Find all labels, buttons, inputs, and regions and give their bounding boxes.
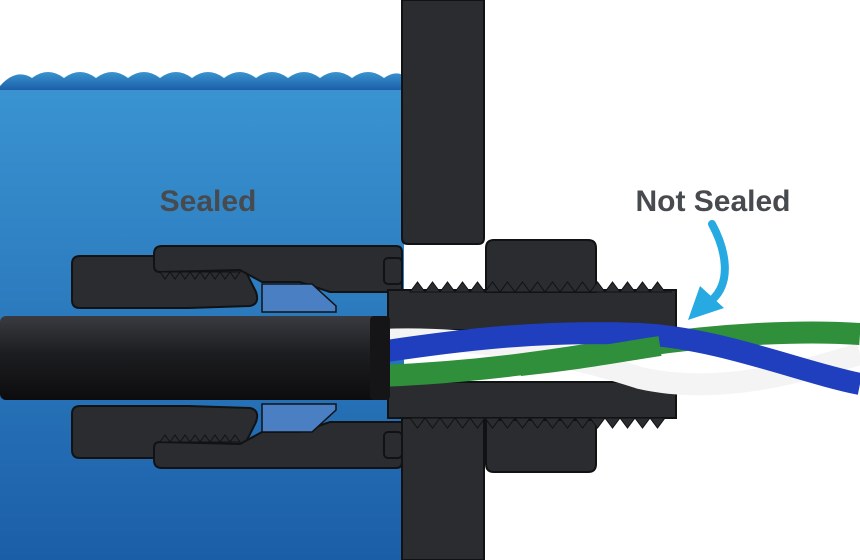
arrow-icon — [688, 220, 729, 320]
threads — [159, 271, 672, 443]
thread-teeth — [159, 434, 241, 443]
cable — [0, 316, 390, 400]
cable-jacket — [0, 316, 390, 400]
sealed-label: Sealed — [160, 185, 257, 218]
arrow-head — [688, 286, 724, 320]
gland-body-bottom — [153, 421, 403, 469]
o-rings — [383, 257, 403, 459]
thread-teeth — [159, 271, 241, 280]
seal-insert-bottom — [261, 403, 337, 433]
not-sealed-label: Not Sealed — [635, 185, 790, 218]
o-ring-top — [383, 257, 403, 285]
gland-body — [153, 245, 677, 469]
thread-teeth — [409, 281, 672, 293]
wire-green-overlap — [519, 336, 662, 376]
seal-insert — [261, 283, 337, 433]
cable-jacket-end — [370, 316, 390, 400]
gland-body-top — [153, 245, 403, 293]
thread-teeth — [409, 417, 672, 429]
arrow-shaft — [708, 220, 729, 304]
wall-lower — [401, 411, 485, 560]
wall-upper — [401, 0, 485, 245]
wires — [378, 321, 860, 396]
seal-insert-top — [261, 283, 337, 313]
enclosure-wall — [401, 0, 485, 560]
wire-blue — [378, 322, 860, 395]
water-surface-waves — [0, 72, 404, 90]
locknut — [485, 239, 597, 473]
locknut-top — [485, 239, 597, 293]
o-ring-bottom — [383, 431, 403, 459]
locknut-bottom — [485, 419, 597, 473]
threaded-stem-bottom — [387, 381, 677, 419]
